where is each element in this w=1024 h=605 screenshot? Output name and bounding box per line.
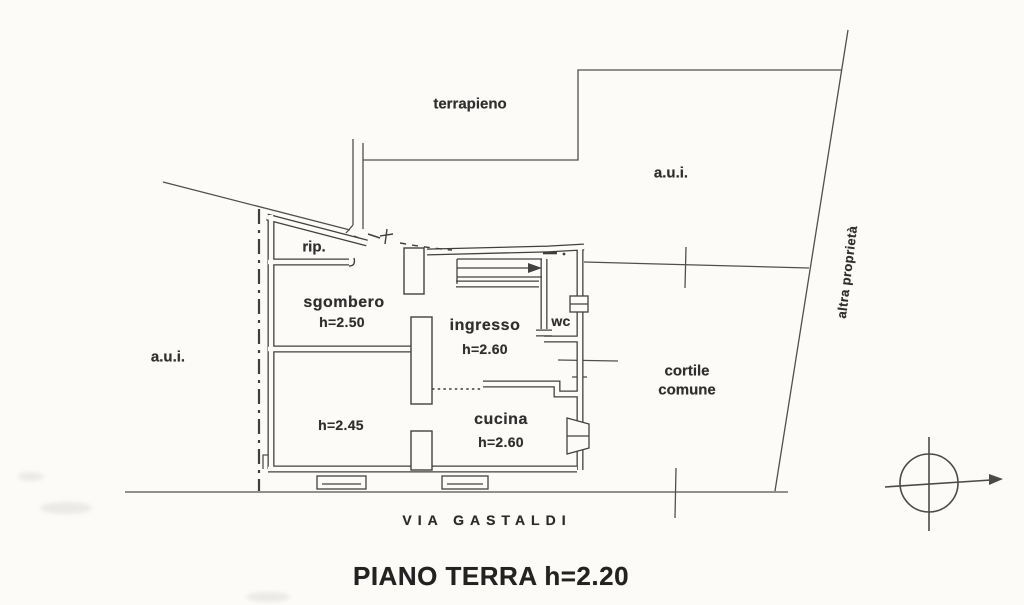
compass-icon bbox=[884, 437, 1003, 531]
scan-smudge bbox=[40, 502, 92, 514]
room-label-ingresso: ingresso bbox=[449, 317, 521, 334]
door-thresholds bbox=[316, 475, 489, 490]
room-label-sgombero: sgombero bbox=[303, 294, 385, 311]
room-height-sgombero: h=2.50 bbox=[319, 314, 365, 330]
rip-wall-hook bbox=[348, 257, 356, 267]
area-label-cortile: cortile bbox=[664, 362, 710, 380]
windows bbox=[566, 295, 590, 455]
room-label-cucina: cucina bbox=[474, 411, 528, 428]
area-label-aui-right: a.u.i. bbox=[653, 164, 689, 182]
entrance-dash-marks bbox=[367, 228, 566, 256]
room-height-ingresso: h=2.60 bbox=[462, 341, 508, 357]
site-boundary-lines bbox=[125, 29, 849, 519]
area-label-comune: comune bbox=[658, 381, 716, 399]
scan-smudge bbox=[18, 472, 44, 481]
stair-arrow-icon bbox=[528, 263, 542, 273]
room-height-245: h=2.45 bbox=[318, 417, 364, 433]
street-label: VIA GASTALDI bbox=[402, 512, 572, 528]
room-label-rip: rip. bbox=[302, 238, 326, 256]
area-label-aui-left: a.u.i. bbox=[150, 348, 186, 366]
wall-pillars bbox=[403, 247, 433, 471]
plan-title: PIANO TERRA h=2.20 bbox=[352, 561, 630, 591]
scan-smudge bbox=[246, 592, 290, 602]
room-label-wc: wc bbox=[551, 313, 571, 329]
area-label-terrapieno: terrapieno bbox=[433, 95, 507, 113]
room-height-cucina: h=2.60 bbox=[478, 434, 524, 450]
staircase bbox=[456, 258, 542, 284]
